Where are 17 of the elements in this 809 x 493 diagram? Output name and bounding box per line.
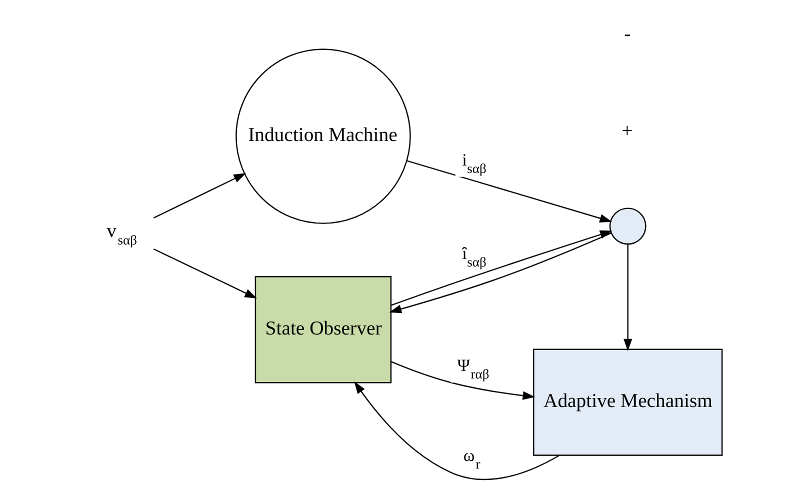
arrow [624, 244, 632, 352]
node-text: v$_{sαβ}$ [106, 220, 137, 248]
arrow [391, 361, 536, 400]
edge-label: ω$_{r}$ [463, 446, 480, 472]
arrow [153, 173, 246, 218]
node-box: State Observer [254, 276, 392, 384]
node-circle: Induction Machine [236, 48, 411, 224]
label: - [624, 22, 631, 45]
arrow [406, 160, 612, 222]
node-box: Adaptive Mechanism [533, 348, 723, 456]
edge-label: Ψ$_{rαβ}$ [457, 356, 490, 382]
arrow [153, 248, 258, 299]
label: + [622, 120, 633, 142]
node-circle [609, 208, 646, 245]
arrow [354, 381, 560, 480]
edge-label: i$_{sαβ}$ [462, 150, 486, 176]
edge-label: î$_{sαβ}$ [462, 244, 486, 270]
